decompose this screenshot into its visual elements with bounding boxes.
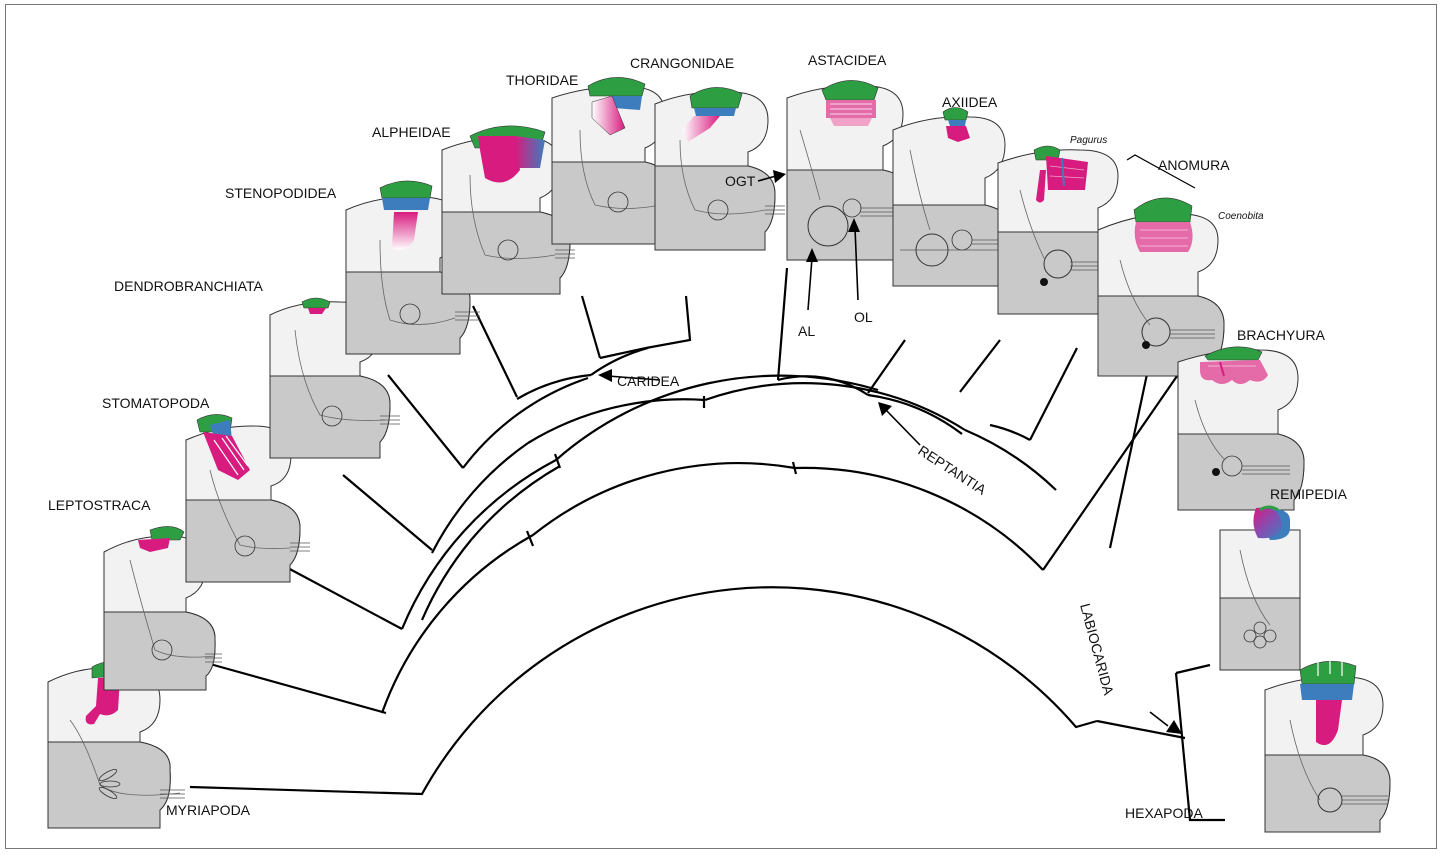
label-coenobita: Coenobita — [1218, 211, 1264, 222]
anomura-bracket — [1126, 154, 1196, 189]
brain-dendrobranchiata — [269, 297, 400, 459]
label-ogt: OGT — [725, 173, 756, 189]
label-dendrobranchiata: DENDROBRANCHIATA — [114, 278, 263, 294]
clade-labels: CARIDEA REPTANTIA LABIOCARIDA — [617, 373, 1117, 697]
label-crangonidae: CRANGONIDAE — [630, 55, 734, 71]
brain-alpheidae — [441, 125, 575, 295]
structure-labels: OGT AL OL — [725, 173, 873, 339]
brain-myriapoda — [47, 661, 185, 829]
label-alpheidae: ALPHEIDAE — [372, 124, 451, 140]
brain-astacidea — [786, 80, 913, 261]
taxon-labels: MYRIAPODA LEPTOSTRACA STOMATOPODA DENDRO… — [48, 52, 1348, 821]
label-remipedia: REMIPEDIA — [1270, 486, 1348, 502]
label-stenopodidea: STENOPODIDEA — [225, 185, 337, 201]
label-al: AL — [798, 323, 815, 339]
figure-frame — [5, 4, 1437, 849]
label-stomatopoda: STOMATOPODA — [102, 395, 210, 411]
label-hexapoda: HEXAPODA — [1125, 805, 1203, 821]
brain-stenopodidea — [345, 180, 480, 355]
label-myriapoda: MYRIAPODA — [166, 802, 251, 818]
label-leptostraca: LEPTOSTRACA — [48, 497, 151, 513]
annotation-arrows — [598, 170, 1182, 734]
label-astacidea: ASTACIDEA — [808, 52, 887, 68]
brain-axiidea — [892, 107, 1013, 287]
label-caridea: CARIDEA — [617, 373, 680, 389]
brain-brachyura — [1177, 346, 1305, 511]
brain-stomatopoda — [185, 414, 310, 583]
brain-remipedia — [1219, 505, 1301, 671]
label-brachyura: BRACHYURA — [1237, 327, 1326, 343]
tree-branches — [189, 267, 1225, 822]
label-axiidea: AXIIDEA — [942, 94, 998, 110]
brain-coenobita — [1097, 197, 1225, 377]
label-labiocarida: LABIOCARIDA — [1077, 602, 1117, 698]
brain-hexapoda — [1264, 660, 1391, 833]
label-thoridae: THORIDAE — [506, 72, 578, 88]
label-reptantia: REPTANTIA — [915, 442, 989, 498]
brain-pagurus — [997, 145, 1125, 315]
brain-crangonidae — [654, 87, 785, 251]
label-ol: OL — [854, 309, 873, 325]
label-anomura: ANOMURA — [1158, 157, 1230, 173]
label-pagurus: Pagurus — [1070, 135, 1107, 146]
